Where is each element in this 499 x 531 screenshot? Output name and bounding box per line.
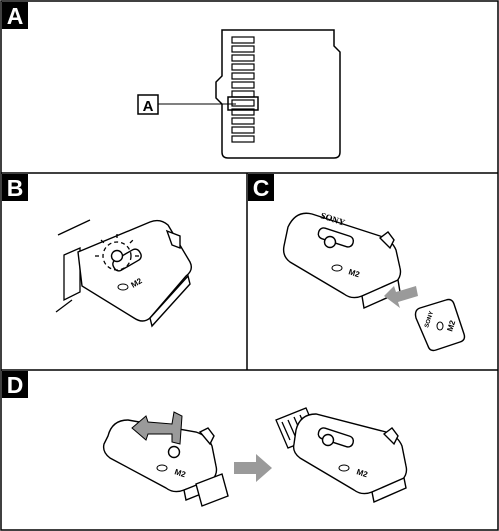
device-d1-labels: M2 <box>156 464 187 480</box>
svg-text:M2: M2 <box>173 467 187 479</box>
slide-direction-arrow <box>131 411 183 445</box>
svg-text:A: A <box>143 98 154 115</box>
svg-text:D: D <box>7 372 24 398</box>
svg-text:B: B <box>7 175 24 201</box>
memory-stick-micro-logo <box>117 283 129 291</box>
usb-reader-inserted <box>77 219 193 328</box>
svg-text:SONY: SONY <box>424 311 435 329</box>
svg-text:M2: M2 <box>347 267 361 279</box>
panel-a-label: A <box>2 2 28 29</box>
panel-c-label: C <box>248 174 274 201</box>
contact-pins <box>231 36 255 143</box>
usb-reader-device <box>282 212 402 310</box>
device-slot <box>55 219 91 313</box>
svg-text:A: A <box>7 3 24 29</box>
memory-stick-card <box>414 298 466 352</box>
insert-arrow <box>384 286 418 308</box>
panel-b-label: B <box>2 174 28 201</box>
svg-text:M2: M2 <box>355 467 369 479</box>
panel-d-label: D <box>2 371 28 398</box>
usb-reader-extended <box>292 413 408 503</box>
svg-text:C: C <box>253 175 270 201</box>
next-step-arrow <box>234 454 272 482</box>
led-blink-indicator <box>95 234 139 271</box>
usb-reader-retracted <box>102 419 229 507</box>
memory-card-contacts <box>215 29 341 159</box>
callout-a: A <box>137 94 236 115</box>
card-labels: SONY M2 <box>424 311 457 333</box>
svg-text:M2: M2 <box>445 319 457 333</box>
device-d2-labels: M2 <box>338 464 369 480</box>
